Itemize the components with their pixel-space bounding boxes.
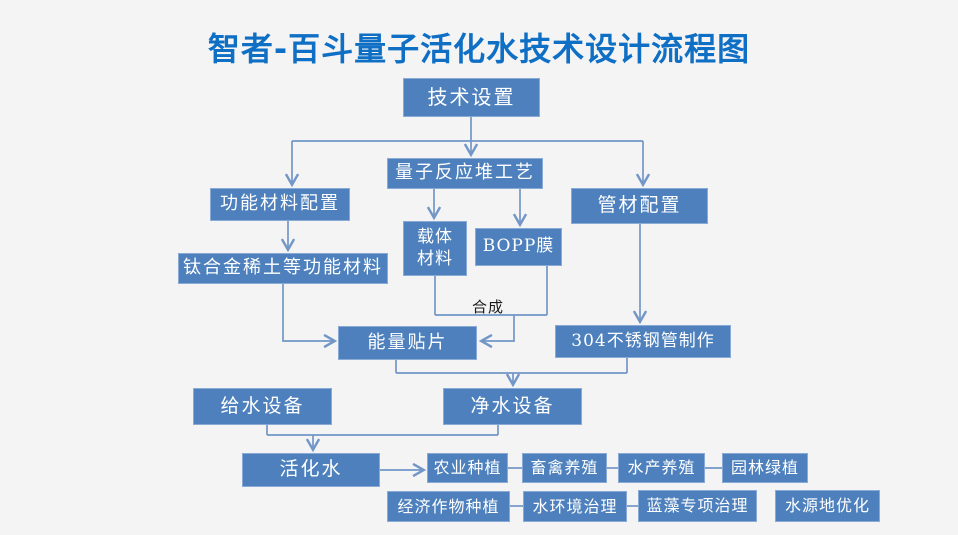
node-cash-crop-planting: 经济作物种植	[387, 491, 510, 522]
node-titanium-rare-earth: 钛合金稀土等功能材料	[178, 253, 388, 284]
node-activated-water: 活化水	[242, 453, 380, 487]
node-aquaculture: 水产养殖	[618, 453, 705, 483]
node-water-source-optimization: 水源地优化	[775, 490, 880, 522]
node-water-purification-equipment: 净水设备	[443, 388, 582, 425]
node-pipe-material-config: 管材配置	[571, 188, 708, 224]
node-tech-settings: 技术设置	[403, 78, 540, 117]
node-functional-material-config: 功能材料配置	[210, 188, 350, 221]
node-algae-special-treatment: 蓝藻专项治理	[638, 490, 757, 522]
node-carrier-material-line1: 载体	[417, 227, 453, 248]
node-water-environment-treatment: 水环境治理	[523, 491, 627, 522]
node-quantum-reactor-process: 量子反应堆工艺	[387, 158, 543, 189]
node-energy-patch: 能量贴片	[338, 326, 477, 360]
node-garden-greening: 园林绿植	[722, 453, 808, 483]
page-title: 智者-百斗量子活化水技术设计流程图	[207, 30, 751, 68]
node-carrier-material: 载体 材料	[403, 221, 467, 276]
node-water-supply-equipment: 给水设备	[193, 388, 332, 425]
edge-label-synthesis: 合成	[472, 298, 505, 316]
node-agriculture-planting: 农业种植	[427, 453, 508, 483]
node-carrier-material-line2: 材料	[417, 248, 453, 269]
node-steel-pipe-304: 304不锈钢管制作	[555, 325, 731, 358]
node-livestock-breeding: 畜禽养殖	[522, 453, 607, 483]
node-bopp-film: BOPP膜	[475, 228, 562, 266]
